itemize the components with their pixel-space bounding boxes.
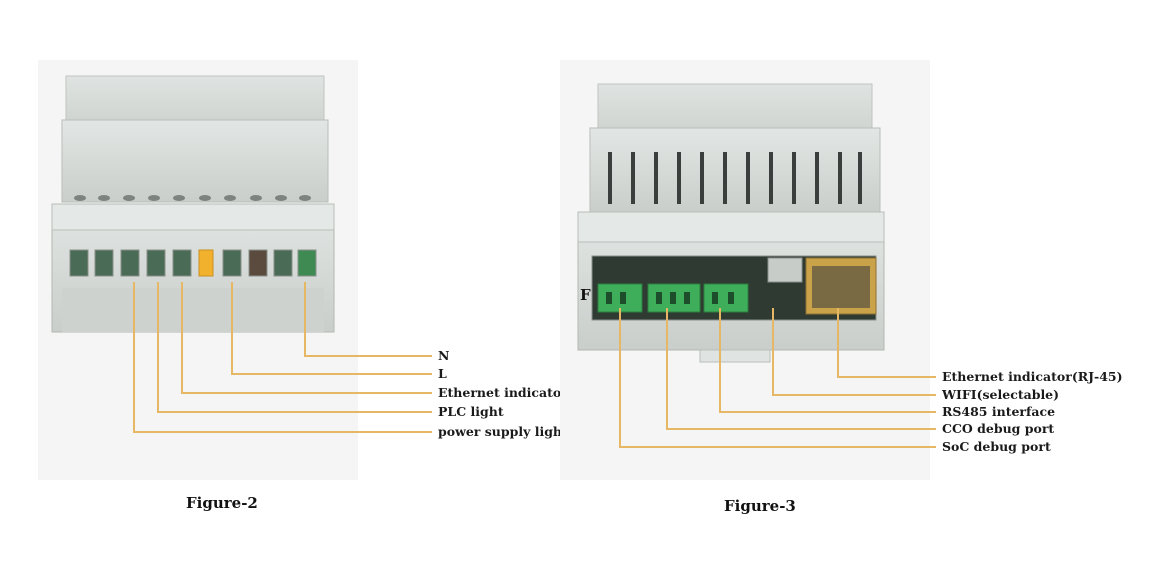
- figure3-front-lip: [577, 211, 885, 243]
- label-cco-debug-port: CCO debug port: [942, 421, 1054, 436]
- figure2-top-rib: [65, 75, 325, 123]
- label-rs485-interface: RS485 interface: [942, 404, 1055, 419]
- figure3-connector-pins: [606, 292, 734, 304]
- leader-wifi: [772, 308, 936, 396]
- figure2-device: [38, 60, 358, 480]
- figure3-top-rib: [597, 83, 873, 131]
- leader-n: [304, 282, 432, 357]
- figure2-screw-holes: [74, 195, 311, 201]
- leader-ethernet-light: [181, 282, 432, 394]
- figure3-device: [560, 60, 930, 480]
- leader-plc-light: [157, 282, 432, 413]
- figure2-base: [62, 288, 324, 332]
- figure2-upper-body: [61, 119, 329, 203]
- leader-ethernet-rj45: [837, 308, 936, 378]
- leader-cco-debug: [666, 308, 936, 430]
- figure3-rs485-connector: [703, 283, 749, 313]
- label-power-supply-light: power supply light: [438, 424, 568, 439]
- label-plc-light: PLC light: [438, 404, 504, 419]
- figure3-rj45-opening: [812, 266, 870, 308]
- label-n: N: [438, 348, 449, 363]
- figure2-leaders: [133, 282, 432, 433]
- figure3-caption: Figure-3: [724, 497, 796, 515]
- figure2-amber-led: [198, 249, 214, 277]
- figure3-panel-letter: F: [580, 286, 591, 304]
- label-l: L: [438, 366, 447, 381]
- leader-power-light: [133, 282, 432, 433]
- leader-l: [231, 282, 432, 375]
- label-ethernet-indicator-rj45: Ethernet indicator(RJ-45): [942, 369, 1123, 384]
- figure2-terminal-windows: [69, 249, 317, 277]
- figure3-leaders: [619, 308, 936, 448]
- leader-rs485: [719, 308, 936, 413]
- figure3-vented-body: [589, 127, 881, 213]
- leader-soc-debug: [619, 308, 936, 448]
- figure3-din-clip: [699, 349, 771, 363]
- label-soc-debug-port: SoC debug port: [942, 439, 1051, 454]
- figure3-vent-slots: [608, 152, 862, 204]
- figure2-front-lip: [51, 203, 335, 231]
- figure2-caption: Figure-2: [186, 494, 258, 512]
- figure3-wifi-module: [767, 257, 803, 283]
- label-wifi-selectable: WIFI(selectable): [941, 387, 1059, 402]
